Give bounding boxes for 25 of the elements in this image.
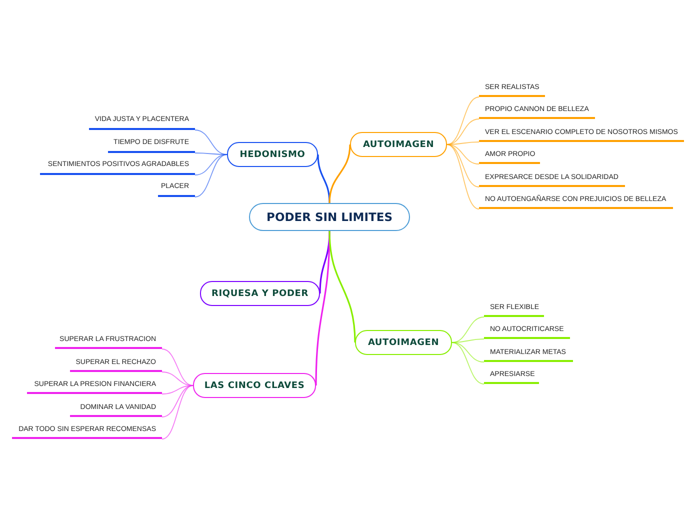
connector-line — [446, 142, 480, 145]
connector-line — [162, 348, 194, 386]
connector-line — [162, 385, 194, 440]
connector-line — [328, 144, 351, 204]
connector-line — [328, 230, 356, 343]
topic-box: HEDONISMO — [227, 142, 318, 167]
connector-line — [194, 154, 228, 198]
topic-box: AUTOIMAGEN — [355, 330, 452, 355]
connector-line — [194, 152, 228, 155]
topic-box: AUTOIMAGEN — [350, 132, 447, 157]
connector-line — [446, 118, 480, 145]
connector-line — [452, 342, 484, 362]
connector-line — [446, 144, 480, 164]
connector-line — [452, 316, 484, 343]
topic-box: RIQUESA Y PODER — [200, 281, 320, 306]
connector-line — [452, 338, 484, 343]
connector-line — [194, 154, 228, 176]
connector-line — [452, 342, 484, 384]
connector-line — [446, 144, 480, 210]
connector-line — [317, 154, 330, 204]
connector-line — [446, 96, 480, 145]
topic-box: LAS CINCO CLAVES — [193, 373, 316, 398]
central-topic-box: PODER SIN LIMITES — [249, 203, 410, 231]
connector-line — [194, 130, 228, 155]
connector-line — [162, 385, 194, 394]
